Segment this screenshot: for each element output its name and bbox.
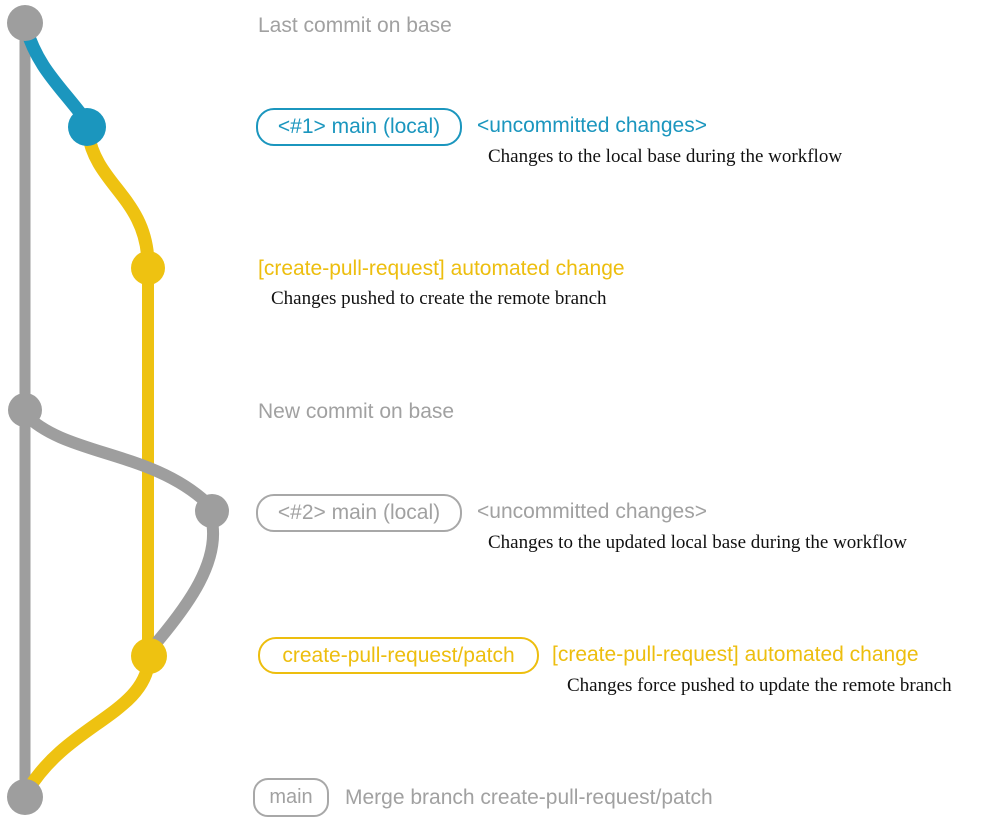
commit-description-uncommitted-changes-1: Changes to the local base during the wor…: [488, 146, 843, 167]
commit-node-merge-commit: [7, 779, 43, 815]
label-new-commit-on-base: New commit on base: [258, 400, 455, 423]
branch-badge-main: main: [253, 778, 329, 817]
label-last-commit-on-base: Last commit on base: [258, 14, 452, 37]
commit-title-automated-change-1: [create-pull-request] automated change: [258, 257, 625, 280]
rebase-curve-lower: [146, 511, 220, 654]
branch-badge-main-local-2-label: <#2> main (local): [277, 501, 441, 524]
commit-node-last-commit-on-base: [7, 5, 43, 41]
merge-curve: [21, 653, 156, 797]
commit-description-uncommitted-changes-2: Changes to the updated local base during…: [488, 532, 907, 553]
rebase-curve-upper: [19, 408, 213, 509]
commit-title-merge-branch: Merge branch create-pull-request/patch: [345, 786, 713, 809]
branch-badge-main-local-1: <#1> main (local): [256, 108, 462, 146]
commit-node-new-commit-on-base: [8, 393, 42, 427]
commit-node-automated-change-1: [131, 251, 165, 285]
commit-node-uncommitted-changes-2: [195, 494, 229, 528]
branch-badge-create-pull-request-patch: create-pull-request/patch: [258, 637, 539, 674]
branch-badge-main-local-2: <#2> main (local): [256, 494, 462, 532]
branch-badge-main-label: main: [269, 786, 313, 808]
local-main-branch-line: [19, 21, 91, 125]
commit-description-automated-change-1: Changes pushed to create the remote bran…: [271, 288, 607, 309]
commit-node-uncommitted-changes-1: [68, 108, 106, 146]
patch-branch-curve-top: [81, 126, 155, 269]
commit-title-uncommitted-changes-2: <uncommitted changes>: [477, 500, 707, 523]
commit-title-automated-change-2: [create-pull-request] automated change: [552, 643, 919, 666]
commit-node-automated-change-2: [131, 638, 167, 674]
commit-title-uncommitted-changes-1: <uncommitted changes>: [477, 114, 707, 137]
branch-badge-create-pull-request-patch-label: create-pull-request/patch: [282, 643, 515, 667]
commit-description-automated-change-2: Changes force pushed to update the remot…: [567, 675, 952, 696]
branch-badge-main-local-1-label: <#1> main (local): [277, 115, 441, 138]
